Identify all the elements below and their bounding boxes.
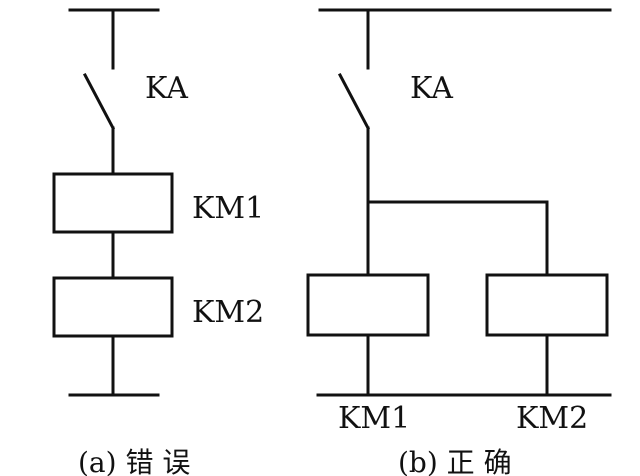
diagram-a: KA KM1 KM2 (a) 错 误 (52, 8, 264, 476)
b-caption: (b) 正 确 (398, 446, 512, 476)
a-km2-coil (52, 276, 174, 338)
b-ka-label: KA (410, 71, 453, 106)
b-km2-label: KM2 (516, 401, 588, 436)
diagram-b: KA KM1 KM2 (b) 正 确 (306, 8, 612, 476)
a-km1-coil (52, 172, 174, 234)
b-km1-coil (306, 273, 430, 337)
b-km2-coil (485, 273, 609, 337)
b-ka-switch-blade (337, 72, 371, 131)
a-caption: (a) 错 误 (78, 446, 190, 476)
a-ka-label: KA (145, 71, 188, 106)
b-km1-label: KM1 (338, 401, 410, 436)
a-km2-label: KM2 (192, 295, 264, 330)
a-ka-switch-blade (82, 72, 116, 131)
a-km1-label: KM1 (192, 191, 264, 226)
